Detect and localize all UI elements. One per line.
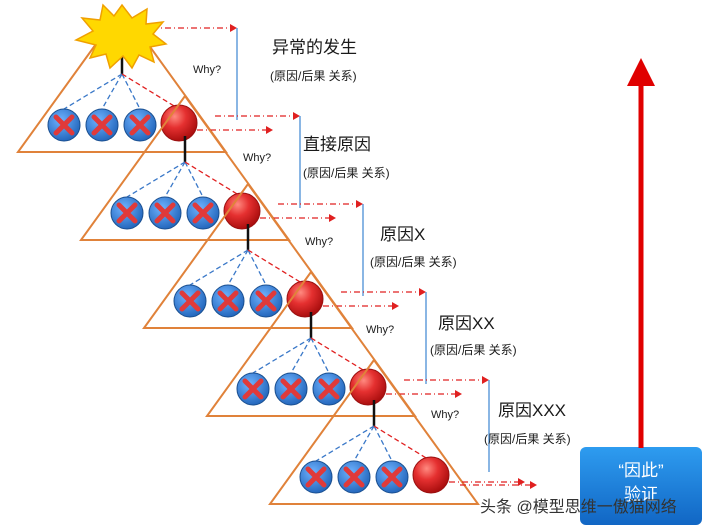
level-link <box>310 337 330 374</box>
arrow-head-icon <box>293 112 300 120</box>
level-link <box>290 337 312 374</box>
level-link <box>247 249 306 286</box>
rejected-cause-icon <box>236 372 270 406</box>
level-2: 直接原因 (原因/后果 关系) Why? <box>79 94 390 241</box>
arrow-head-icon <box>482 376 489 384</box>
level-subtitle: (原因/后果 关系) <box>484 432 571 446</box>
arrow-head-icon <box>419 288 426 296</box>
rejected-cause-icon <box>312 372 346 406</box>
upward-arrow <box>627 58 655 448</box>
level-3: 原因X (原因/后果 关系) Why? <box>142 182 457 329</box>
level-link <box>101 73 123 110</box>
rejected-cause-icon <box>337 460 371 494</box>
rejected-cause-icon <box>299 460 333 494</box>
level-link <box>121 73 141 110</box>
why-label: Why? <box>243 152 271 164</box>
rejected-cause-icon <box>47 108 81 142</box>
level-4: 原因XX (原因/后果 关系) Why? <box>205 270 517 417</box>
arrow-head-icon <box>455 390 462 398</box>
level-link <box>121 73 180 110</box>
why-label: Why? <box>366 324 394 336</box>
level-link <box>189 249 249 286</box>
arrow-head-icon <box>230 24 237 32</box>
arrow-head-icon <box>356 200 363 208</box>
level-subtitle: (原因/后果 关系) <box>430 343 517 357</box>
level-title: 异常的发生 <box>272 38 357 57</box>
level-link <box>315 425 375 462</box>
arrow-head-icon <box>266 126 273 134</box>
rejected-cause-icon <box>85 108 119 142</box>
rejected-cause-icon <box>110 196 144 230</box>
rejected-cause-icon <box>375 460 409 494</box>
rejected-cause-icon <box>173 284 207 318</box>
level-triangle <box>16 6 228 153</box>
level-title: 原因X <box>380 225 425 244</box>
cause-ball <box>412 456 450 494</box>
level-title: 原因XXX <box>498 401 566 420</box>
levels-layer: 异常的发生(原因/后果 关系)Why?直接原因(原因/后果 关系)Why?原因X… <box>16 6 571 505</box>
level-link <box>373 425 393 462</box>
level-title: 原因XX <box>438 314 495 333</box>
level-link <box>164 161 186 198</box>
level-title: 直接原因 <box>303 135 371 154</box>
level-link <box>184 161 204 198</box>
rejected-cause-icon <box>148 196 182 230</box>
arrow-head-icon <box>530 481 537 489</box>
level-link <box>252 337 312 374</box>
level-subtitle: (原因/后果 关系) <box>270 69 357 83</box>
level-link <box>227 249 249 286</box>
verify-box-line1: “因此” <box>618 461 664 480</box>
why-label: Why? <box>193 64 221 76</box>
arrow-head-icon <box>518 478 525 486</box>
level-triangle <box>142 182 354 329</box>
level-triangle <box>205 270 417 417</box>
level-link <box>247 249 267 286</box>
why-label: Why? <box>305 236 333 248</box>
why-label: Why? <box>431 409 459 421</box>
level-triangle <box>268 358 480 505</box>
level-5: 原因XXX (原因/后果 关系) Why? <box>268 358 571 505</box>
level-subtitle: (原因/后果 关系) <box>303 166 390 180</box>
rejected-cause-icon <box>123 108 157 142</box>
rejected-cause-icon <box>211 284 245 318</box>
explosion-icon <box>73 3 168 70</box>
verify-box: “因此” 验证 <box>580 447 702 525</box>
level-link <box>353 425 375 462</box>
level-link <box>126 161 186 198</box>
level-triangle <box>79 94 291 241</box>
rejected-cause-icon <box>186 196 220 230</box>
watermark: 头条 @模型思维一傲猫网络 <box>480 497 677 516</box>
verify-box-line2: 验证 <box>624 485 658 504</box>
level-link <box>63 73 123 110</box>
arrow-head-icon <box>392 302 399 310</box>
arrow-head-icon <box>329 214 336 222</box>
level-1: 异常的发生 (原因/后果 关系) Why? <box>16 6 357 153</box>
level-subtitle: (原因/后果 关系) <box>370 255 457 269</box>
level-link <box>184 161 243 198</box>
rejected-cause-icon <box>249 284 283 318</box>
rejected-cause-icon <box>274 372 308 406</box>
level-link <box>373 425 432 462</box>
level-link <box>310 337 369 374</box>
